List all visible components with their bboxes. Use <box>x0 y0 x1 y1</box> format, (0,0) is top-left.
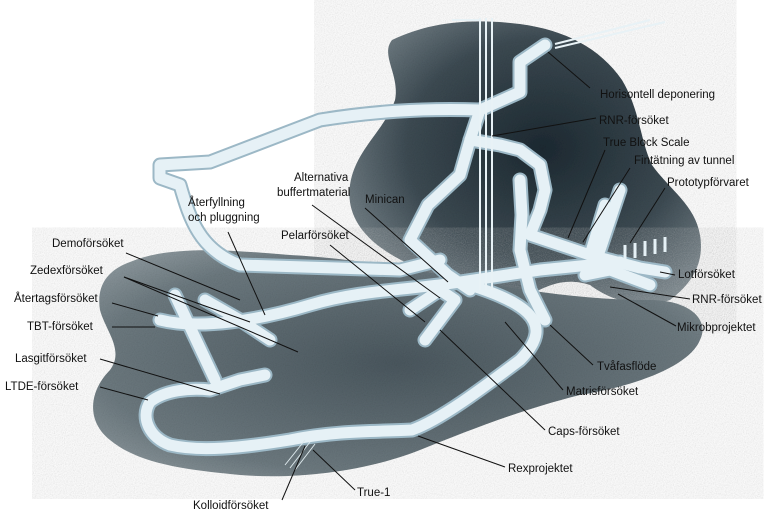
label-alternativa-2: buffertmaterial <box>277 187 350 199</box>
label-true-block-scale: True Block Scale <box>603 137 690 149</box>
label-lasgitforsoket: Lasgitförsöket <box>15 353 87 365</box>
label-alternativa-1: Alternativa <box>294 172 349 184</box>
label-atertagsforsoket: Återtagsförsöket <box>14 292 99 305</box>
label-matrisforsoket: Matrisförsöket <box>566 386 639 398</box>
label-demoforsoket: Demoförsöket <box>52 238 124 250</box>
label-tvafasflode: Tvåfasflöde <box>597 361 656 373</box>
label-fintatning-av-tunnel: Fintätning av tunnel <box>634 155 734 167</box>
label-pelarforsoket: Pelarförsöket <box>281 230 350 242</box>
label-prototypforvaret: Prototypförvaret <box>667 177 750 189</box>
label-tbt-forsoket: TBT-försöket <box>27 321 94 333</box>
label-true-1: True-1 <box>357 487 390 499</box>
label-mikrobprojektet: Mikrobprojektet <box>677 322 756 334</box>
label-rexprojektet: Rexprojektet <box>508 463 573 475</box>
label-zedexforsoket: Zedexförsöket <box>30 265 104 277</box>
label-kolloidforsoket: Kolloidförsöket <box>193 500 269 512</box>
label-aterfyllning-1: Återfyllning <box>188 196 245 209</box>
label-aterfyllning-2: och pluggning <box>188 212 260 224</box>
label-ltde-forsoket: LTDE-försöket <box>5 381 79 393</box>
label-rnr-forsoket-top: RNR-försöket <box>599 115 669 127</box>
label-horisontell-deponering: Horisontell deponering <box>600 89 715 101</box>
label-rnr-forsoket-right: RNR-försöket <box>692 294 762 306</box>
label-minican: Minican <box>365 194 405 206</box>
label-caps-forsoket: Caps-försöket <box>548 426 620 438</box>
label-lotforsoket: Lotförsöket <box>678 269 736 281</box>
